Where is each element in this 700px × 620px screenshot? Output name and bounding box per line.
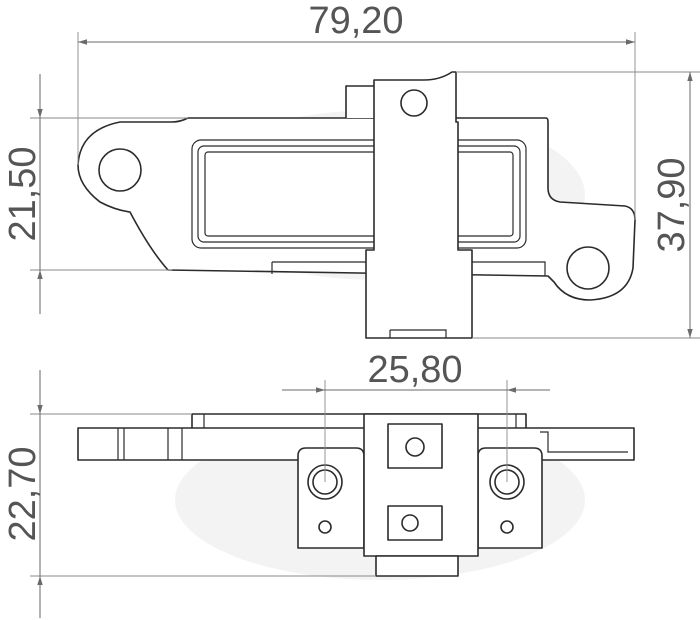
dim-side-height: 22,70 xyxy=(2,446,44,541)
window-pane xyxy=(204,151,514,237)
side-view xyxy=(77,413,635,577)
bottom-stub xyxy=(375,555,459,577)
side-dimensions: 25,80 22,70 xyxy=(2,349,550,618)
window-outer xyxy=(191,139,527,249)
connector-strip xyxy=(365,71,473,339)
dim-overall-height: 37,90 xyxy=(651,157,693,252)
dim-terminal-spacing: 25,80 xyxy=(367,349,462,391)
strip-hole xyxy=(400,89,428,117)
housing-outline xyxy=(77,117,636,301)
dim-overall-length: 79,20 xyxy=(308,0,403,42)
top-view xyxy=(77,71,636,339)
right-ear-hole xyxy=(566,246,610,290)
dim-mount-height: 21,50 xyxy=(2,146,44,241)
lower-ledge xyxy=(272,261,546,276)
window-inner xyxy=(197,145,521,243)
left-ear-hole xyxy=(98,148,142,192)
top-dimensions: 79,20 21,50 37,90 xyxy=(2,0,700,339)
